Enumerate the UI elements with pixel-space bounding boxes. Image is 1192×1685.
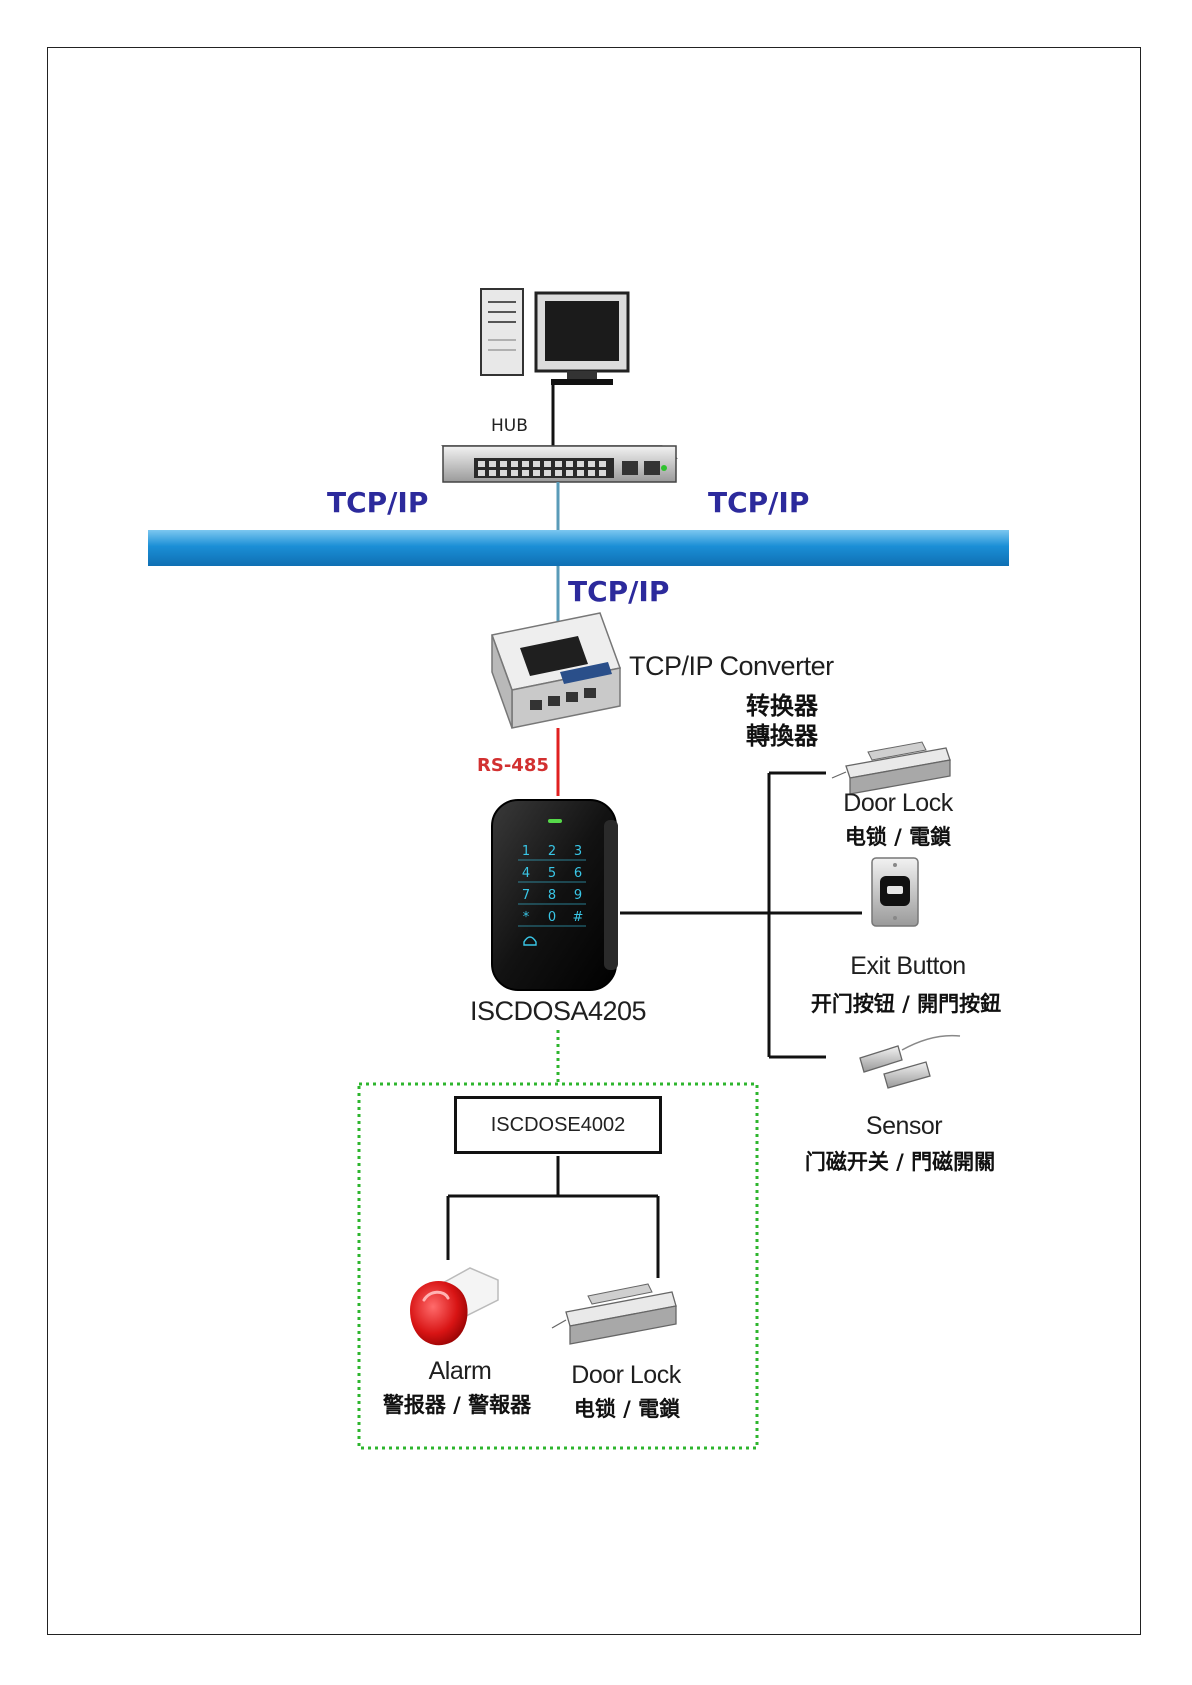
keypad-key: 0: [548, 910, 556, 925]
network-bus: [148, 530, 1009, 566]
door-lock-bottom-label: Door Lock: [571, 1361, 680, 1390]
rs485-label: RS-485: [477, 755, 549, 776]
sensor-label-cn: 门磁开关 / 門磁開關: [805, 1146, 995, 1176]
tcp-label-right: TCP/IP: [708, 486, 809, 519]
exit-button-label: Exit Button: [850, 952, 965, 981]
converter-label-cn-traditional: 轉換器: [746, 716, 818, 751]
keypad-key: *: [523, 910, 530, 925]
keypad-key: #: [573, 910, 584, 925]
keypad-key: 3: [574, 844, 582, 859]
keypad-key: 7: [522, 888, 530, 903]
keypad-key: 2: [548, 844, 556, 859]
hub-label: HUB: [491, 416, 528, 436]
converter-icon: [492, 613, 620, 728]
keypad-key: 5: [548, 866, 556, 881]
alarm-label-cn: 警报器 / 警報器: [383, 1389, 531, 1419]
pc-icon: [481, 289, 628, 385]
sensor-label: Sensor: [866, 1112, 942, 1141]
expansion-wires: [448, 1156, 658, 1278]
controller-label: ISCDOSA4205: [470, 996, 646, 1027]
alarm-icon: [410, 1268, 498, 1345]
door-lock-right-icon: [832, 742, 950, 794]
keypad-key: 4: [522, 866, 530, 881]
keypad-key: 9: [574, 888, 582, 903]
keypad-key: 8: [548, 888, 556, 903]
exit-button-icon: [872, 858, 918, 926]
door-lock-right-label: Door Lock: [843, 789, 952, 818]
door-lock-bottom-label-cn: 电锁 / 電鎖: [574, 1393, 680, 1423]
sensor-icon: [860, 1036, 960, 1088]
exit-button-label-cn: 开门按钮 / 開門按鈕: [811, 988, 1001, 1018]
keypad-controller-icon: 1 2 3 4 5 6 7 8 9 * 0 #: [492, 800, 618, 990]
door-lock-bottom-icon: [552, 1284, 676, 1344]
door-lock-right-label-cn: 电锁 / 電鎖: [845, 821, 951, 851]
tcp-label-center: TCP/IP: [568, 575, 669, 608]
keypad-key: 1: [522, 844, 530, 859]
expansion-module-box: ISCDOSE4002: [454, 1096, 662, 1154]
alarm-label: Alarm: [429, 1357, 492, 1386]
converter-label: TCP/IP Converter: [629, 651, 834, 682]
tcp-label-left: TCP/IP: [327, 486, 428, 519]
hub-icon: [443, 446, 676, 482]
keypad-key: 6: [574, 866, 582, 881]
